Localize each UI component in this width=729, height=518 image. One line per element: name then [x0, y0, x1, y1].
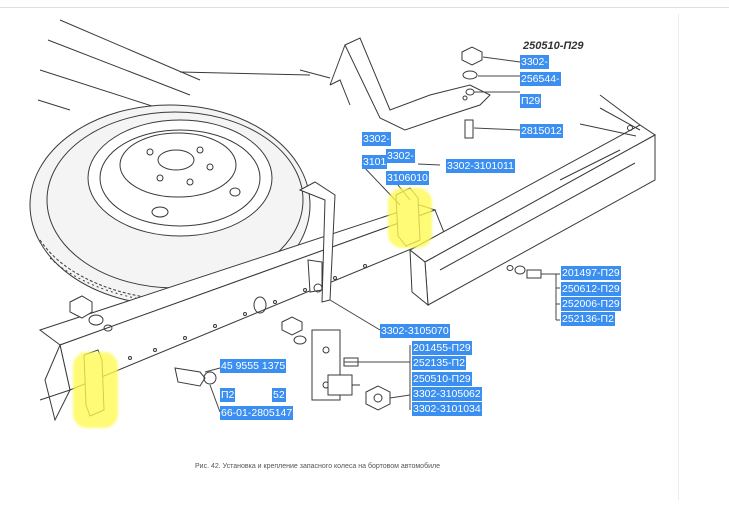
part-label: 3302-	[362, 132, 391, 146]
header-part-number: 250510-П29	[523, 40, 584, 52]
figure-caption: Рис. 42. Установка и крепление запасного…	[195, 463, 440, 470]
leader-lines	[204, 56, 560, 413]
part-label: 201455-П29	[412, 341, 472, 355]
part-label: 250510-П29	[412, 372, 472, 386]
part-label: 256544-	[520, 72, 561, 86]
top-divider	[0, 7, 729, 8]
part-label: П2	[220, 388, 236, 402]
upper-bracket	[329, 37, 491, 131]
part-label: 2815012	[520, 124, 563, 138]
part-label: 3302-3101034	[412, 402, 482, 416]
part-label: 201497-П29	[561, 266, 621, 280]
part-label: 3302-	[386, 149, 415, 163]
part-label: 252006-П29	[561, 297, 621, 311]
part-label: 45 9555 1375	[220, 359, 287, 373]
spare-tyre	[29, 104, 311, 306]
part-label: 252135-П2	[412, 356, 466, 370]
part-label: 52	[272, 388, 286, 402]
part-label: П29	[520, 94, 542, 108]
part-label: 3101	[362, 155, 388, 169]
part-label: 3302-3101011	[446, 159, 515, 173]
frame-beam	[38, 204, 446, 422]
cross-member	[409, 94, 656, 307]
part-label: 3302-	[520, 55, 549, 69]
part-label: 3302-3105062	[412, 387, 482, 401]
part-label: 66-01-2805147	[220, 406, 294, 420]
part-label: 250612-П29	[561, 282, 621, 296]
platform-lines	[37, 19, 331, 116]
part-label: 3106010	[386, 171, 429, 185]
part-label: 3302-3105070	[380, 324, 450, 338]
highlight-lower-plate	[73, 352, 118, 428]
part-label: 252136-П2	[561, 312, 615, 326]
sheet-edge	[678, 14, 679, 500]
fasteners	[69, 46, 542, 411]
highlight-upper-plate	[388, 188, 432, 248]
